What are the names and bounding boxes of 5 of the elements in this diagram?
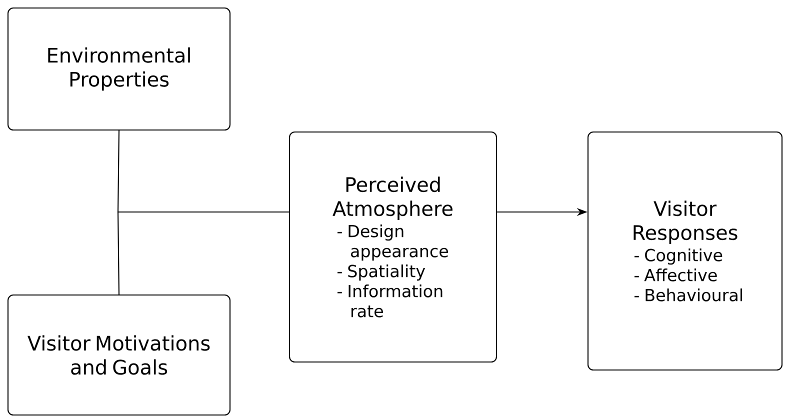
box: Perceived Atmosphere - Design appearance - Spatiality - Information rate — [288, 131, 498, 363]
box: Visitor Responses - Cognitive - Affective - Behavioural — [587, 131, 783, 371]
box: Visitor Motivations and Goals — [7, 294, 231, 416]
connector — [117, 211, 289, 294]
box: Environmental Properties — [7, 7, 231, 131]
